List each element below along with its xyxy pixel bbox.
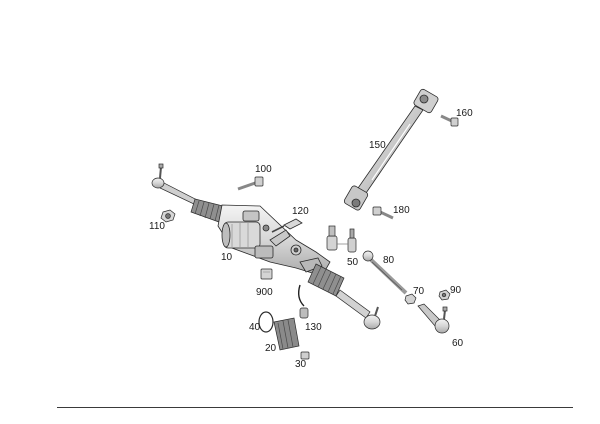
- clamp-ring-40-part[interactable]: [258, 311, 274, 333]
- intermediate-shaft-part[interactable]: [343, 88, 439, 211]
- bolt-180-part[interactable]: [372, 206, 394, 220]
- callout-110[interactable]: 110: [149, 221, 165, 232]
- callout-100[interactable]: 100: [255, 164, 272, 175]
- inner-tie-rod-80-part[interactable]: [362, 250, 408, 295]
- bracket-900-part[interactable]: [260, 268, 273, 280]
- callout-900[interactable]: 900: [256, 287, 273, 298]
- nut-90-part[interactable]: [438, 289, 451, 301]
- left-tie-rod-part[interactable]: [151, 163, 198, 206]
- right-tie-rod-part[interactable]: [335, 289, 381, 330]
- callout-10[interactable]: 10: [221, 252, 233, 263]
- left-bellows-part[interactable]: [190, 198, 224, 223]
- callout-160[interactable]: 160: [456, 108, 473, 119]
- nut-70-part[interactable]: [404, 293, 417, 305]
- callout-120[interactable]: 120: [292, 206, 309, 217]
- outer-tie-rod-end-60-part[interactable]: [417, 303, 450, 334]
- callout-90[interactable]: 90: [450, 285, 462, 296]
- callout-50[interactable]: 50: [347, 257, 359, 268]
- clip-120-part[interactable]: [271, 218, 303, 233]
- callout-130[interactable]: 130: [305, 322, 322, 333]
- callout-20[interactable]: 20: [265, 343, 277, 354]
- bellows-20-part[interactable]: [273, 317, 300, 351]
- callout-40[interactable]: 40: [249, 322, 261, 333]
- bolt-100-part[interactable]: [237, 176, 264, 191]
- steering-gear-housing-part[interactable]: [217, 204, 331, 277]
- pinion-50-part[interactable]: [326, 225, 357, 253]
- callout-80[interactable]: 80: [383, 255, 395, 266]
- callout-30[interactable]: 30: [295, 359, 307, 370]
- bolt-160-part[interactable]: [440, 114, 459, 127]
- clamp-30-part[interactable]: [300, 351, 310, 360]
- sleeve-130-part[interactable]: [297, 284, 309, 319]
- right-bellows-part[interactable]: [307, 263, 345, 297]
- callout-70[interactable]: 70: [413, 286, 425, 297]
- callout-180[interactable]: 180: [393, 205, 410, 216]
- nut-110-part[interactable]: [160, 209, 176, 223]
- callout-60[interactable]: 60: [452, 338, 464, 349]
- callout-150[interactable]: 150: [369, 140, 386, 151]
